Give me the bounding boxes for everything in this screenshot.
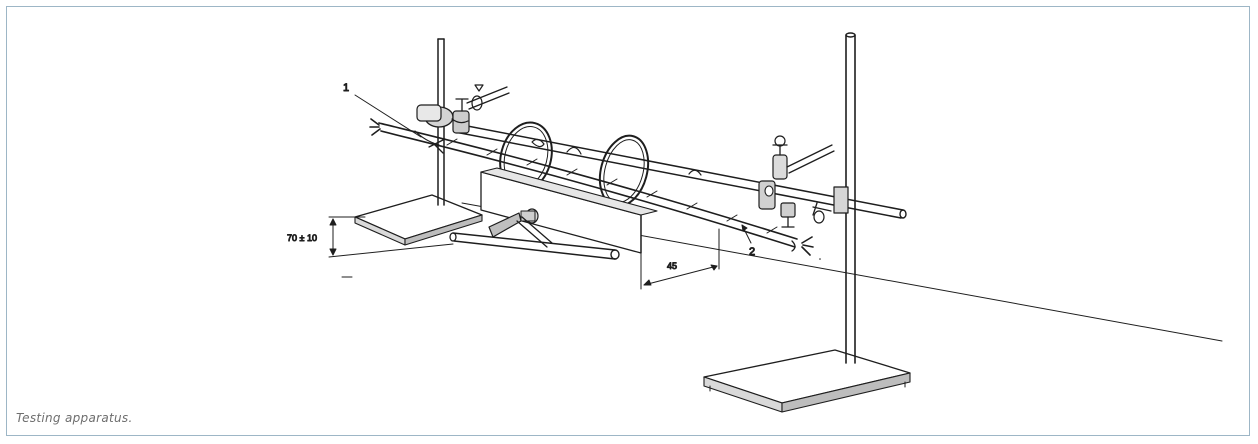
callout-1-leader xyxy=(354,94,422,138)
height-dimension-label: 70 ± 10 xyxy=(287,233,317,243)
left-stand xyxy=(354,38,483,246)
upper-bar xyxy=(454,123,907,219)
right-stand xyxy=(703,32,911,413)
callout-1-label: 1 xyxy=(343,82,349,94)
height-dimension xyxy=(328,216,454,258)
weight-rod xyxy=(449,208,620,260)
left-clamp xyxy=(414,84,510,154)
right-clamp xyxy=(758,135,849,228)
stray-dot xyxy=(819,258,821,260)
callout-2-label: 2 xyxy=(749,246,755,258)
callout-2-leader xyxy=(741,224,752,244)
cable-sample xyxy=(369,118,814,256)
spacing-dimension xyxy=(640,228,720,290)
apparatus-drawing: 70 ± 10 45 1 2 xyxy=(287,32,1223,413)
spacing-dimension-label: 45 xyxy=(667,261,677,271)
figure-frame: 70 ± 10 45 1 2 Testing apparatus. xyxy=(6,6,1250,436)
figure-caption: Testing apparatus. xyxy=(16,411,133,425)
